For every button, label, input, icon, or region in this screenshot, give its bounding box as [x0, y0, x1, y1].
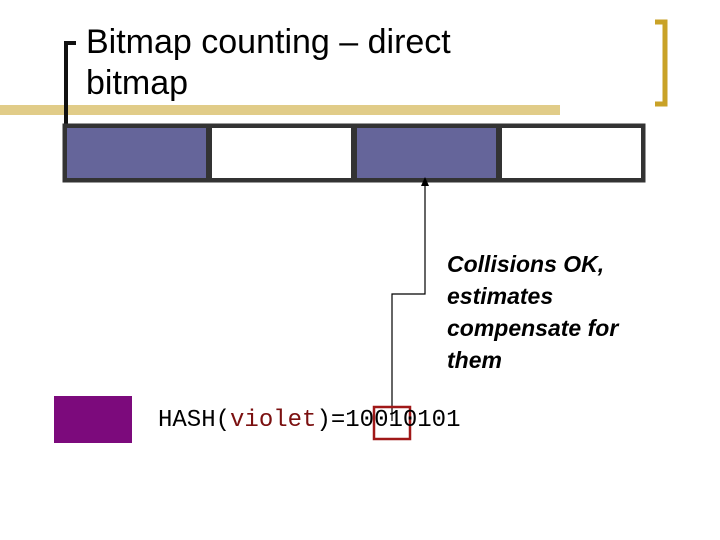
bitmap-cell-empty	[209, 125, 354, 181]
bitmap-cell-empty	[499, 125, 644, 181]
right-bracket	[655, 19, 668, 107]
slide-title: Bitmap counting – direct bitmap	[86, 22, 606, 104]
hash-bits-rest: 010101	[374, 407, 461, 434]
hash-func: HASH(	[158, 407, 231, 434]
bitmap-cell-set	[354, 125, 499, 181]
callout-line: compensate for	[447, 315, 619, 341]
title-underline	[0, 105, 560, 115]
hash-bits-highlighted: 10	[345, 407, 375, 434]
connector-line	[391, 181, 426, 421]
title-line-2: bitmap	[86, 64, 189, 102]
bits-highlight-box	[372, 405, 412, 441]
hash-argument: violet	[230, 407, 317, 434]
callout-line: them	[447, 347, 502, 373]
bitmap-cell-set	[64, 125, 209, 181]
hash-equals: )=	[316, 407, 346, 434]
bitmap-row	[62, 123, 646, 183]
callout-line: Collisions OK,	[447, 251, 605, 277]
hash-expression: HASH(violet)=10010101	[158, 406, 460, 436]
collision-callout: Collisions OK, estimates compensate for …	[447, 248, 687, 376]
callout-line: estimates	[447, 283, 554, 309]
violet-swatch	[54, 396, 132, 443]
left-bracket	[64, 41, 76, 132]
title-line-1: Bitmap counting – direct	[86, 23, 451, 61]
connector-arrowhead	[421, 177, 429, 186]
